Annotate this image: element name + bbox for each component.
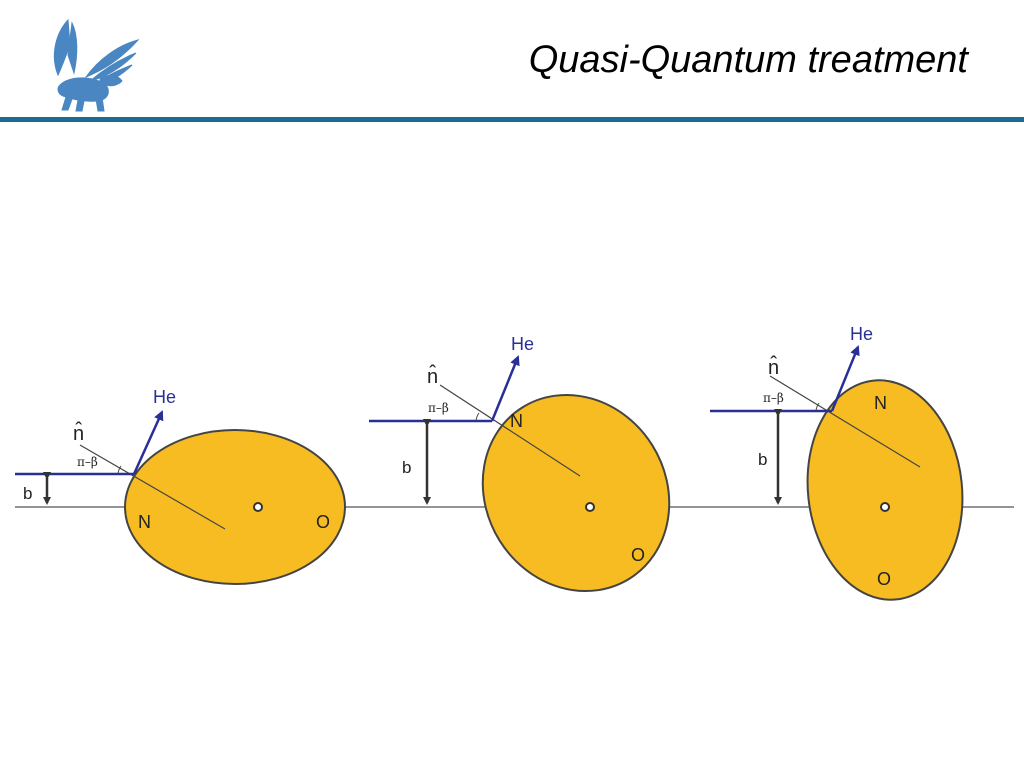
he-label-1: He bbox=[153, 387, 176, 407]
panel-1: b n̂ π–β He N O bbox=[15, 387, 346, 585]
panel-3: b n̂ π–β He N O bbox=[710, 324, 964, 601]
he-vector-1 bbox=[132, 410, 164, 475]
angle-label-2: π–β bbox=[428, 401, 449, 415]
he-label-2: He bbox=[511, 334, 534, 354]
slide-title: Quasi-Quantum treatment bbox=[528, 39, 968, 81]
angle-label-3: π–β bbox=[763, 391, 784, 405]
molecule-ellipse-1 bbox=[124, 429, 346, 585]
molecule-ellipse-2 bbox=[481, 393, 671, 593]
impact-label-1: b bbox=[23, 484, 32, 503]
normal-label-2: n̂ bbox=[427, 365, 438, 388]
center-of-mass-2 bbox=[585, 502, 595, 512]
impact-label-2: b bbox=[402, 458, 411, 477]
panel-2: b n̂ π–β He N O bbox=[369, 334, 671, 593]
normal-label-1: n̂ bbox=[73, 422, 84, 445]
title-divider bbox=[0, 117, 1024, 122]
o-atom-label-2: O bbox=[631, 545, 645, 565]
center-of-mass-1 bbox=[253, 502, 263, 512]
he-label-3: He bbox=[850, 324, 873, 344]
normal-label-3: n̂ bbox=[768, 356, 779, 379]
o-atom-label-1: O bbox=[316, 512, 330, 532]
molecule-ellipse-3 bbox=[806, 379, 964, 601]
university-logo bbox=[53, 18, 140, 112]
angle-label-1: π–β bbox=[77, 455, 98, 469]
n-atom-label-2: N bbox=[510, 411, 523, 431]
he-vector-3 bbox=[830, 345, 860, 412]
he-vector-2 bbox=[490, 355, 520, 422]
n-atom-label-1: N bbox=[138, 512, 151, 532]
angle-arc-3 bbox=[815, 402, 820, 412]
impact-label-3: b bbox=[758, 450, 767, 469]
angle-arc-2 bbox=[475, 412, 480, 422]
o-atom-label-3: O bbox=[877, 569, 891, 589]
normal-line-2 bbox=[439, 384, 581, 477]
normal-line-3 bbox=[769, 375, 921, 468]
n-atom-label-3: N bbox=[874, 393, 887, 413]
center-of-mass-3 bbox=[880, 502, 890, 512]
normal-line-1 bbox=[79, 444, 226, 530]
angle-arc-1 bbox=[117, 465, 122, 475]
